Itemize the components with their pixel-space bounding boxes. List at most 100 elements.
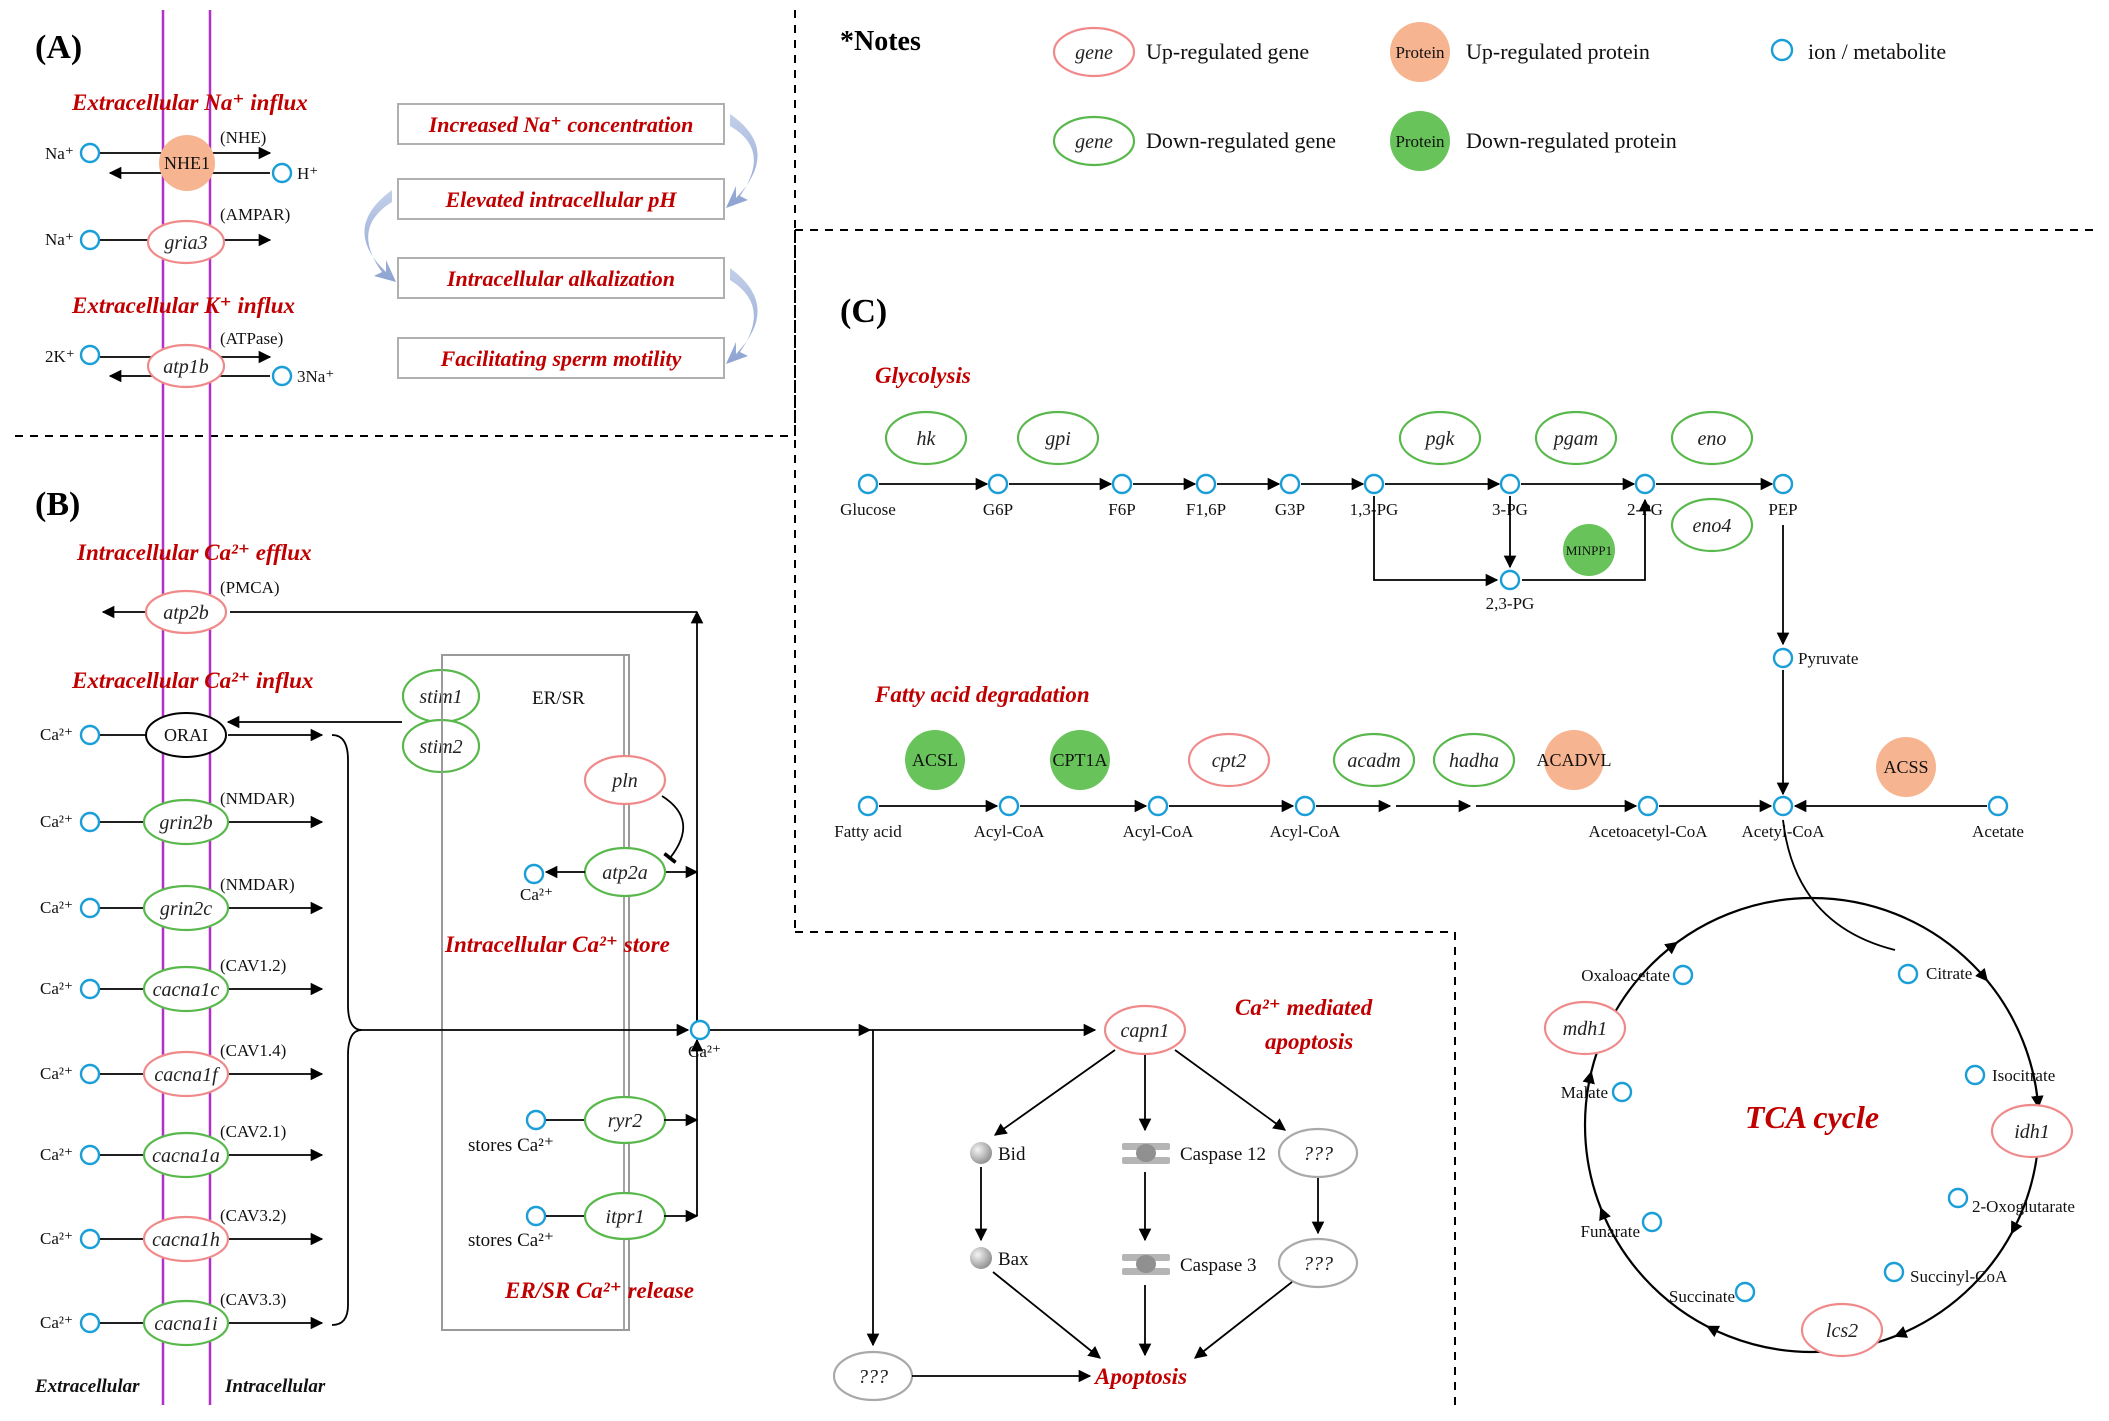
cpt1a-label: CPT1A <box>1052 750 1107 770</box>
notes-title: *Notes <box>840 26 921 57</box>
isocitrate-label: Isocitrate <box>1992 1066 2055 1085</box>
channel-ca-label: Ca²⁺ <box>40 979 73 998</box>
grin2b-label: grin2b <box>159 812 212 834</box>
ampar-label: (AMPAR) <box>220 205 290 224</box>
nhe-h-node <box>271 162 293 184</box>
fa-node <box>1987 795 2009 817</box>
cacna1c-channel-type: (CAV1.2) <box>220 956 286 975</box>
notes-legend: *Notes gene Up-regulated gene gene Down-… <box>840 22 1946 171</box>
channel-ca-node <box>79 978 101 1000</box>
atpase-na-label: 3Na⁺ <box>297 367 334 386</box>
cacna1h-channel-type: (CAV3.2) <box>220 1206 286 1225</box>
oxoglutarate-label: 2-Oxoglutarate <box>1972 1197 2075 1216</box>
caspase3-icon <box>1122 1254 1170 1275</box>
ryr2-store-node <box>525 1109 547 1131</box>
gpi-gene <box>1016 410 1100 466</box>
k-influx-heading: Extracellular K⁺ influx <box>71 293 295 318</box>
cell-membrane <box>161 10 212 1405</box>
fa-node-label: Acetyl-CoA <box>1741 822 1825 841</box>
ca-efflux-heading: Intracellular Ca²⁺ efflux <box>76 540 312 565</box>
ampar-na-label: Na⁺ <box>45 230 74 249</box>
na-influx-heading: Extracellular Na⁺ influx <box>71 90 308 115</box>
unknown-label-3: ??? <box>858 1366 888 1388</box>
panel-a: Extracellular Na⁺ influx Extracellular K… <box>45 90 758 389</box>
succinate-label: Succinate <box>1669 1287 1735 1306</box>
channel-ca-label: Ca²⁺ <box>40 1313 73 1332</box>
unknown-node-1 <box>1277 1127 1359 1179</box>
citrate-node <box>1897 963 1919 985</box>
gpi-label: gpi <box>1045 428 1071 450</box>
atp1b-label: atp1b <box>163 356 209 378</box>
acadvl-protein <box>1544 730 1604 790</box>
fa-node-label: Acetate <box>1972 822 2024 841</box>
channel-ca-label: Ca²⁺ <box>40 898 73 917</box>
fa-node <box>998 795 1020 817</box>
bid-label: Bid <box>998 1144 1026 1165</box>
glyco-node <box>1363 473 1385 495</box>
fa-node <box>1637 795 1659 817</box>
atpase-k-node <box>79 344 101 366</box>
itpr1-store-node <box>525 1205 547 1227</box>
lcs2-label: lcs2 <box>1826 1320 1858 1342</box>
er-sr-label: ER/SR <box>532 688 585 709</box>
citrate-label: Citrate <box>1926 964 1972 983</box>
unknown-node-2 <box>1277 1237 1359 1289</box>
atp2b-gene <box>144 589 228 635</box>
panel-label-a: (A) <box>35 29 82 66</box>
fa-node <box>1147 795 1169 817</box>
atp2a-ca-label: Ca²⁺ <box>520 885 553 904</box>
caspase3-label: Caspase 3 <box>1180 1255 1257 1276</box>
orai-label: ORAI <box>164 725 208 745</box>
hadha-label: hadha <box>1449 750 1499 772</box>
glyco-node-label: F1,6P <box>1186 500 1226 519</box>
cacna1a-label: cacna1a <box>152 1145 220 1167</box>
channel-ca-label: Ca²⁺ <box>40 1229 73 1248</box>
nhe-na-node <box>79 142 101 164</box>
glyco-node-label: G3P <box>1275 500 1305 519</box>
glyco-node-label: F6P <box>1108 500 1135 519</box>
grin2c-label: grin2c <box>160 898 212 920</box>
apoptosis-label: Apoptosis <box>1093 1364 1187 1389</box>
glyco-node-label: Glucose <box>840 500 896 519</box>
flow-step-3: Intracellular alkalization <box>446 266 675 291</box>
legend-down-gene-word: gene <box>1075 131 1113 153</box>
ca-influx-heading: Extracellular Ca²⁺ influx <box>71 668 313 693</box>
minpp1-protein <box>1563 524 1615 576</box>
cacna1h-label: cacna1h <box>152 1229 220 1251</box>
legend-up-protein-shape <box>1390 22 1450 82</box>
legend-up-gene-label: Up-regulated gene <box>1146 39 1309 64</box>
glyco-node <box>1634 473 1656 495</box>
mdh1-label: mdh1 <box>1563 1018 1607 1040</box>
calcium-channels: Ca²⁺grin2b(NMDAR)Ca²⁺grin2c(NMDAR)Ca²⁺ca… <box>40 789 324 1347</box>
fumarate-node <box>1641 1211 1663 1233</box>
eno4-label: eno4 <box>1693 515 1732 537</box>
fa-node-label: Fatty acid <box>834 822 902 841</box>
cacna1f-channel-type: (CAV1.4) <box>220 1041 286 1060</box>
glyco-node <box>1772 473 1794 495</box>
pgk-gene <box>1398 410 1482 466</box>
ca-store-heading: Intracellular Ca²⁺ store <box>444 932 670 957</box>
atp2a-label: atp2a <box>602 862 648 884</box>
acss-protein <box>1876 737 1936 797</box>
channel-ca-node <box>79 811 101 833</box>
fa-node-label: Acyl-CoA <box>1270 822 1342 841</box>
cpt2-gene <box>1187 732 1271 788</box>
cytosolic-ca-node <box>689 1019 711 1041</box>
oxaloacetate-label: Oxaloacetate <box>1581 966 1670 985</box>
fa-node <box>1772 795 1794 817</box>
unknown-label-2: ??? <box>1303 1253 1333 1275</box>
oxoglutarate-node <box>1947 1187 1969 1209</box>
legend-up-protein-word: Protein <box>1395 43 1445 62</box>
hk-label: hk <box>917 428 937 450</box>
channel-ca-node <box>79 1312 101 1334</box>
pgam-gene <box>1534 410 1618 466</box>
fa-node-label: Acyl-CoA <box>974 822 1046 841</box>
glyco-node <box>1279 473 1301 495</box>
intracellular-label: Intracellular <box>224 1376 326 1397</box>
glyco-node <box>857 473 879 495</box>
extracellular-label: Extracellular <box>34 1376 140 1397</box>
glyco-node <box>1111 473 1133 495</box>
cacna1i-label: cacna1i <box>154 1313 217 1335</box>
